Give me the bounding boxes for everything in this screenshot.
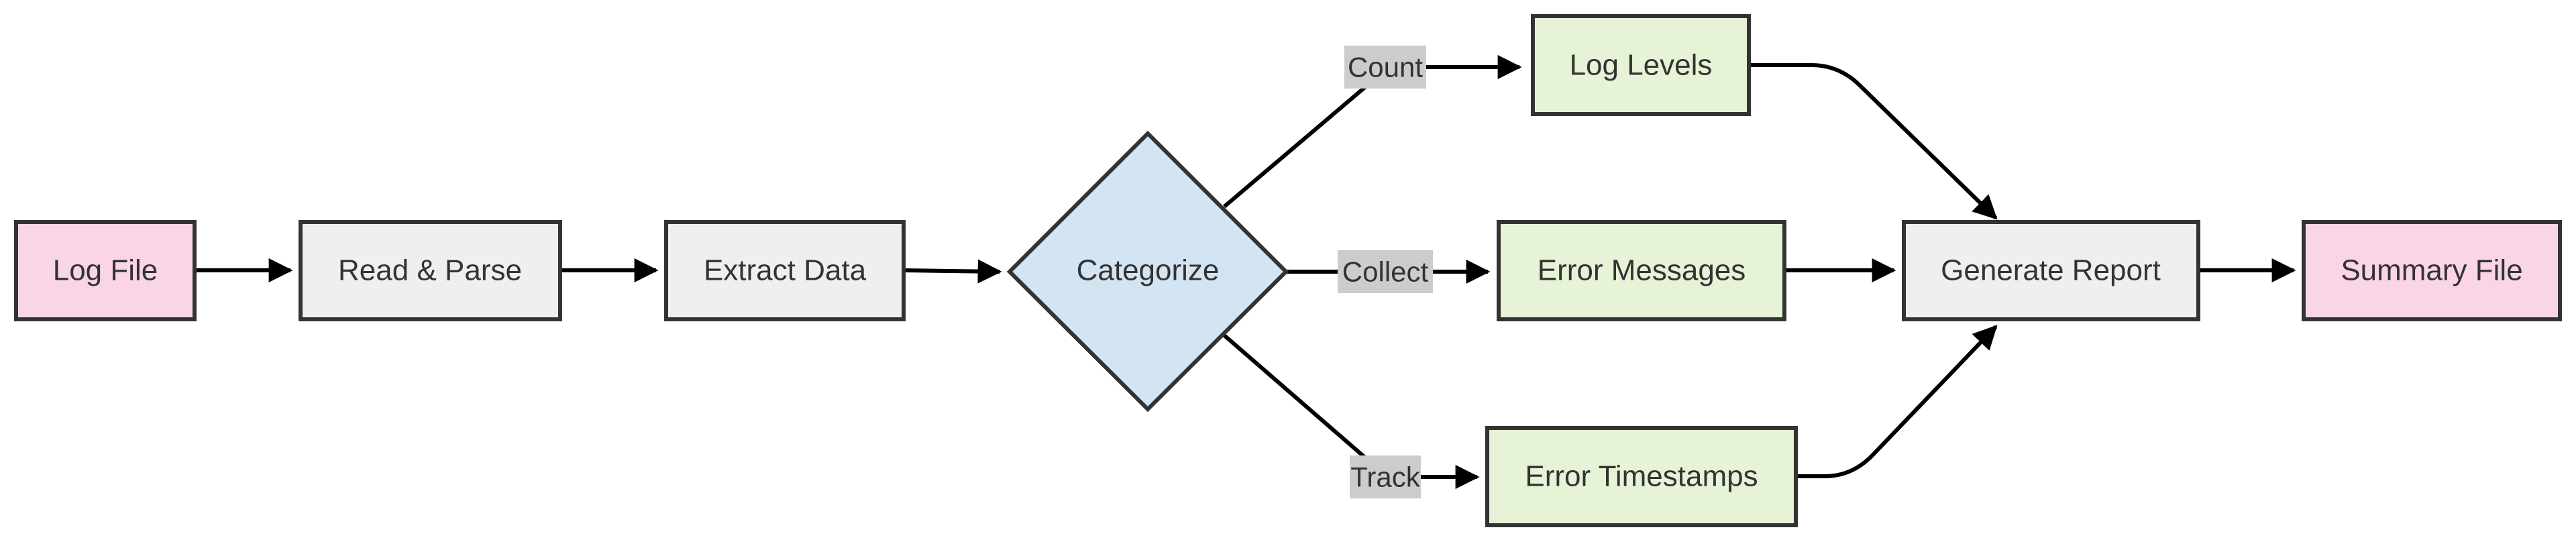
node-error-timestamps-label: Error Timestamps [1525, 460, 1758, 493]
node-summary-file-label: Summary File [2341, 254, 2522, 287]
edge-extract-data-to-categorize [903, 259, 1002, 284]
node-error-messages: Error Messages [1497, 220, 1786, 321]
node-log-levels-label: Log Levels [1570, 49, 1713, 82]
node-log-file: Log File [14, 220, 197, 321]
node-read-parse-label: Read & Parse [338, 254, 522, 287]
edge-label-track-text: Track [1350, 462, 1420, 493]
node-error-timestamps: Error Timestamps [1485, 426, 1798, 527]
edge-error-timestamps-to-generate-report [1796, 325, 1998, 478]
node-categorize: Categorize [1006, 130, 1289, 413]
node-log-levels: Log Levels [1531, 14, 1751, 116]
node-categorize-label: Categorize [1077, 254, 1220, 287]
node-extract-data: Extract Data [664, 220, 906, 321]
edge-label-track: Track [1350, 455, 1421, 498]
node-error-messages-label: Error Messages [1538, 254, 1746, 287]
node-generate-report: Generate Report [1902, 220, 2200, 321]
edge-label-count: Count [1344, 46, 1426, 89]
node-generate-report-label: Generate Report [1941, 254, 2161, 287]
edge-label-collect: Collect [1338, 250, 1433, 293]
edge-log-levels-to-generate-report [1749, 63, 1998, 220]
node-summary-file: Summary File [2302, 220, 2562, 321]
edge-labels: Count Collect Track [1338, 46, 1433, 498]
node-extract-data-label: Extract Data [704, 254, 867, 287]
node-log-file-label: Log File [53, 254, 158, 287]
edge-label-count-text: Count [1348, 52, 1423, 83]
node-read-parse: Read & Parse [299, 220, 562, 321]
edge-label-collect-text: Collect [1342, 256, 1429, 288]
